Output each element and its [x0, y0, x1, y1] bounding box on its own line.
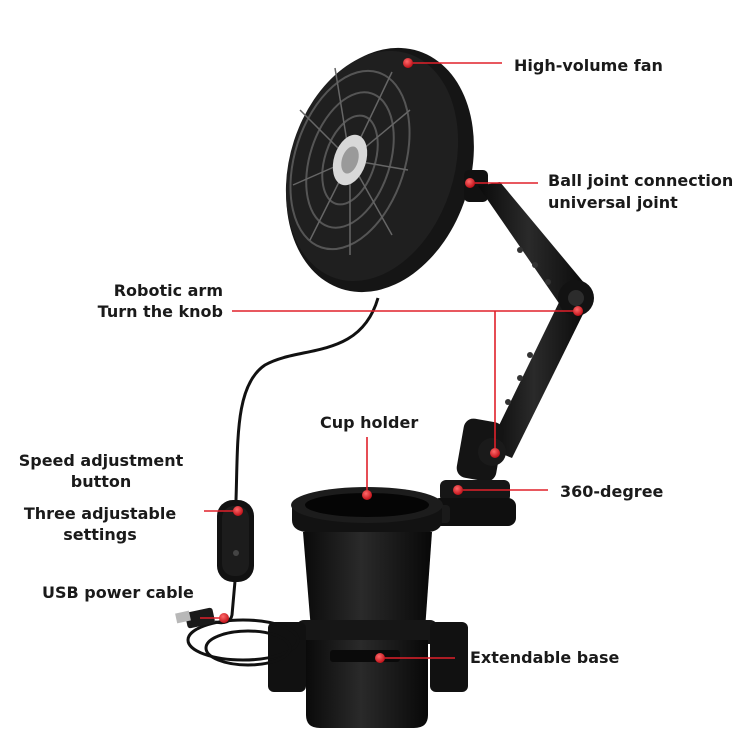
label-speed-2: button	[70, 472, 132, 491]
label-three-1: Three adjustable	[23, 504, 177, 523]
label-ball-joint-1: Ball joint connection	[548, 171, 734, 190]
cup-holder	[268, 487, 468, 728]
label-robotic-arm-2: Turn the knob	[97, 302, 223, 321]
dot-arm-joint	[490, 448, 500, 458]
callout-dot-icon	[219, 58, 583, 663]
label-extendable-base: Extendable base	[470, 648, 620, 667]
label-robotic-arm-1: Robotic arm	[113, 281, 223, 300]
dot-cup	[362, 490, 372, 500]
dot-knob	[573, 306, 583, 316]
label-360-degree: 360-degree	[560, 482, 664, 501]
dot-usb	[219, 613, 229, 623]
label-usb-cable: USB power cable	[42, 583, 194, 602]
dot-speed	[233, 506, 243, 516]
label-speed-1: Speed adjustment	[18, 451, 184, 470]
speed-controller	[217, 500, 254, 582]
dot-ball-joint	[465, 178, 475, 188]
dot-base	[375, 653, 385, 663]
robotic-arm	[456, 170, 594, 482]
dot-360	[453, 485, 463, 495]
fan-cable	[234, 297, 380, 501]
label-high-volume-fan: High-volume fan	[514, 56, 663, 75]
label-three-2: settings	[63, 525, 137, 544]
label-cup-holder: Cup holder	[320, 413, 419, 432]
callout-lines	[200, 62, 578, 659]
dot-fan	[403, 58, 413, 68]
label-ball-joint-2: universal joint	[548, 193, 678, 212]
fan-icon	[285, 47, 474, 293]
